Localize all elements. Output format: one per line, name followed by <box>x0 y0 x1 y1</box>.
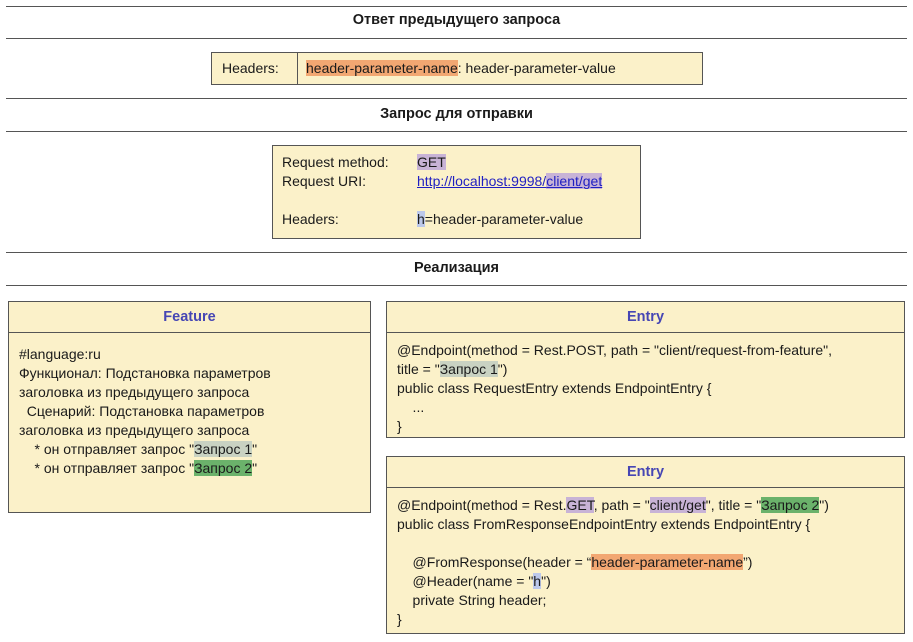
uri-prefix: http://localhost:9998/ <box>417 173 547 189</box>
entry-panel-title: Entry <box>387 457 904 488</box>
headers-key: h <box>417 211 425 227</box>
method-value: GET <box>417 154 446 170</box>
title-value: Запрос 1 <box>439 361 498 377</box>
headers-value-cell: header-parameter-name: header-parameter-… <box>298 53 616 84</box>
divider <box>6 98 907 99</box>
code-fragment: @FromResponse(header = “ <box>397 554 592 570</box>
divider <box>6 38 907 39</box>
code-fragment: ”) <box>743 554 753 570</box>
step-1-value: Запрос 1 <box>194 441 253 457</box>
code-line: } <box>397 611 402 627</box>
feature-line: Сценарий: Подстановка параметров <box>19 403 265 419</box>
header-name-value: h <box>533 573 542 589</box>
feature-line: #language:ru <box>19 346 101 362</box>
feature-panel-body: #language:ru Функционал: Подстановка пар… <box>9 333 370 486</box>
code-line: @FromResponse(header = “header-parameter… <box>397 553 894 572</box>
code-fragment: ", title = " <box>705 497 762 513</box>
code-fragment: ") <box>541 573 551 589</box>
entry-panel-from-response: Entry @Endpoint(method = Rest.GET, path … <box>386 456 905 634</box>
code-fragment: , path = " <box>593 497 650 513</box>
feature-line: Функционал: Подстановка параметров <box>19 365 271 381</box>
code-line: private String header; <box>397 592 547 608</box>
step-2-value: Запрос 2 <box>194 460 253 476</box>
code-fragment: @Endpoint(method = Rest. <box>397 497 567 513</box>
code-line: @Endpoint(method = Rest.POST, path = "cl… <box>397 342 833 358</box>
code-fragment: @Header(name = " <box>397 573 534 589</box>
previous-response-box: Headers: header-parameter-name: header-p… <box>211 52 703 85</box>
code-line: @Endpoint(method = Rest.GET, path = "cli… <box>397 496 894 515</box>
headers-label: Headers: <box>212 53 298 84</box>
entry-panel-body: @Endpoint(method = Rest.POST, path = "cl… <box>387 333 904 444</box>
separator: : <box>457 60 466 76</box>
divider <box>6 131 907 132</box>
code-line: public class RequestEntry extends Endpoi… <box>397 380 712 396</box>
code-line: title = "Запрос 1") <box>397 360 894 379</box>
entry-panel-title: Entry <box>387 302 904 333</box>
uri-label: Request URI: <box>282 173 367 189</box>
step-suffix: " <box>252 441 258 457</box>
request-values: GET http://localhost:9998/client/get h=h… <box>417 153 603 229</box>
code-line: } <box>397 418 402 434</box>
code-line <box>397 534 894 553</box>
headers-rest: =header-parameter-value <box>424 211 584 227</box>
method-label: Request method: <box>282 154 389 170</box>
code-line: @Header(name = "h") <box>397 572 894 591</box>
uri-path: client/get <box>546 173 603 189</box>
title-value: Запрос 2 <box>761 497 820 513</box>
entry-panel-body: @Endpoint(method = Rest.GET, path = "cli… <box>387 488 904 637</box>
feature-step-2: * он отправляет запрос "Запрос 2" <box>19 459 360 478</box>
code-fragment: title = " <box>397 361 440 377</box>
feature-line: заголовка из предыдущего запроса <box>19 384 250 400</box>
method-value: GET <box>566 497 594 513</box>
divider <box>6 252 907 253</box>
feature-panel: Feature #language:ru Функционал: Подстан… <box>8 301 371 513</box>
header-parameter-name: header-parameter-name <box>306 60 458 76</box>
code-fragment: ") <box>819 497 829 513</box>
from-response-header-value: header-parameter-name <box>591 554 744 570</box>
uri-link[interactable]: http://localhost:9998/client/get <box>417 173 603 189</box>
section-title-request-to-send: Запрос для отправки <box>380 106 533 122</box>
step-prefix: * он отправляет запрос " <box>19 441 195 457</box>
code-fragment: ") <box>497 361 508 377</box>
feature-panel-title: Feature <box>9 302 370 333</box>
section-title-previous-response: Ответ предыдущего запроса <box>352 12 561 28</box>
headers-label: Headers: <box>282 211 339 227</box>
code-line: ... <box>397 399 425 415</box>
code-line: public class FromResponseEndpointEntry e… <box>397 516 811 532</box>
header-parameter-value: header-parameter-value <box>465 60 616 76</box>
path-value: client/get <box>649 497 706 513</box>
top-divider <box>6 6 907 7</box>
feature-line: заголовка из предыдущего запроса <box>19 422 250 438</box>
step-prefix: * он отправляет запрос " <box>19 460 195 476</box>
divider <box>6 285 907 286</box>
request-labels: Request method: Request URI: Headers: <box>282 153 389 229</box>
feature-step-1: * он отправляет запрос "Запрос 1" <box>19 440 360 459</box>
section-title-implementation: Реализация <box>414 260 499 276</box>
entry-panel-request: Entry @Endpoint(method = Rest.POST, path… <box>386 301 905 438</box>
request-box: Request method: Request URI: Headers: GE… <box>272 145 641 239</box>
step-suffix: " <box>252 460 258 476</box>
